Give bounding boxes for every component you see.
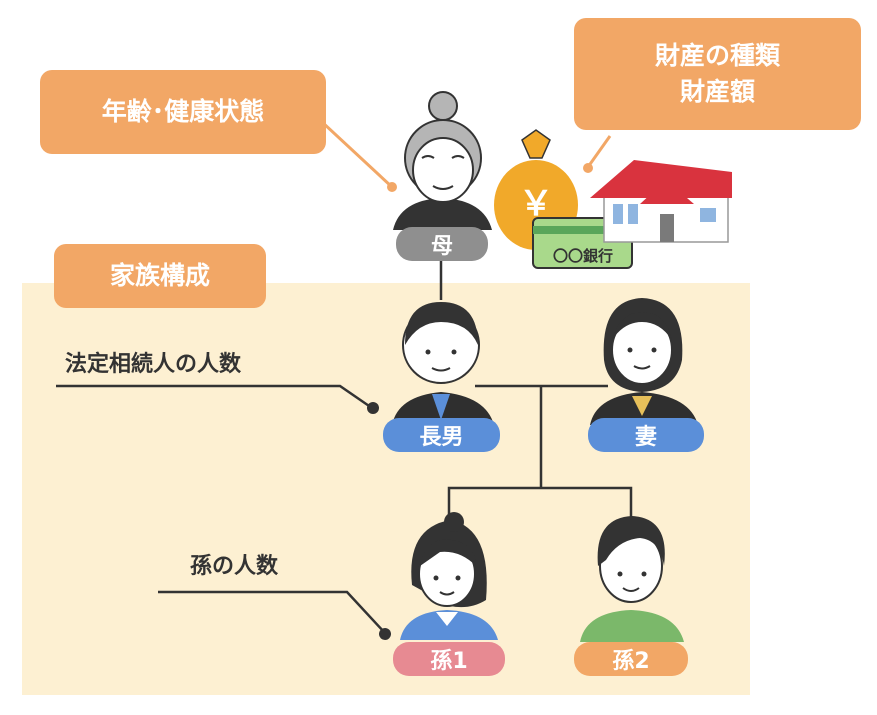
wife-figure <box>590 298 698 425</box>
heirs-leader-dot <box>367 402 379 414</box>
heirs-leader-line <box>56 384 373 410</box>
house-icon <box>590 160 732 243</box>
mother-badge: 母 <box>396 227 488 261</box>
grandchild2-figure <box>580 516 684 642</box>
age-health-leader-line <box>320 120 394 189</box>
assets-leader-line <box>586 135 612 168</box>
bank-card-text: 〇〇銀行 <box>553 247 613 265</box>
grandchildren-leader-dot <box>379 628 391 640</box>
age-health-callout: 年齢･健康状態 <box>40 70 326 154</box>
age-health-leader-dot <box>387 182 397 192</box>
wife-badge: 妻 <box>588 418 704 452</box>
heirs-count-label: 法定相続人の人数 <box>65 352 242 377</box>
eldest-son-figure <box>392 302 494 425</box>
assets-callout: 財産の種類 財産額 <box>574 18 861 130</box>
eldest-son-badge: 長男 <box>383 418 500 452</box>
grandchildren-count-label: 孫の人数 <box>190 554 279 579</box>
grandchild1-figure <box>400 512 498 640</box>
family-structure-callout: 家族構成 <box>54 244 266 308</box>
children-branch-line <box>447 486 633 525</box>
mother-figure <box>393 91 492 230</box>
grandchild2-badge: 孫2 <box>574 642 688 676</box>
grandchildren-leader-line <box>158 590 385 633</box>
assets-leader-dot <box>583 163 593 173</box>
grandchild1-badge: 孫1 <box>393 642 505 676</box>
